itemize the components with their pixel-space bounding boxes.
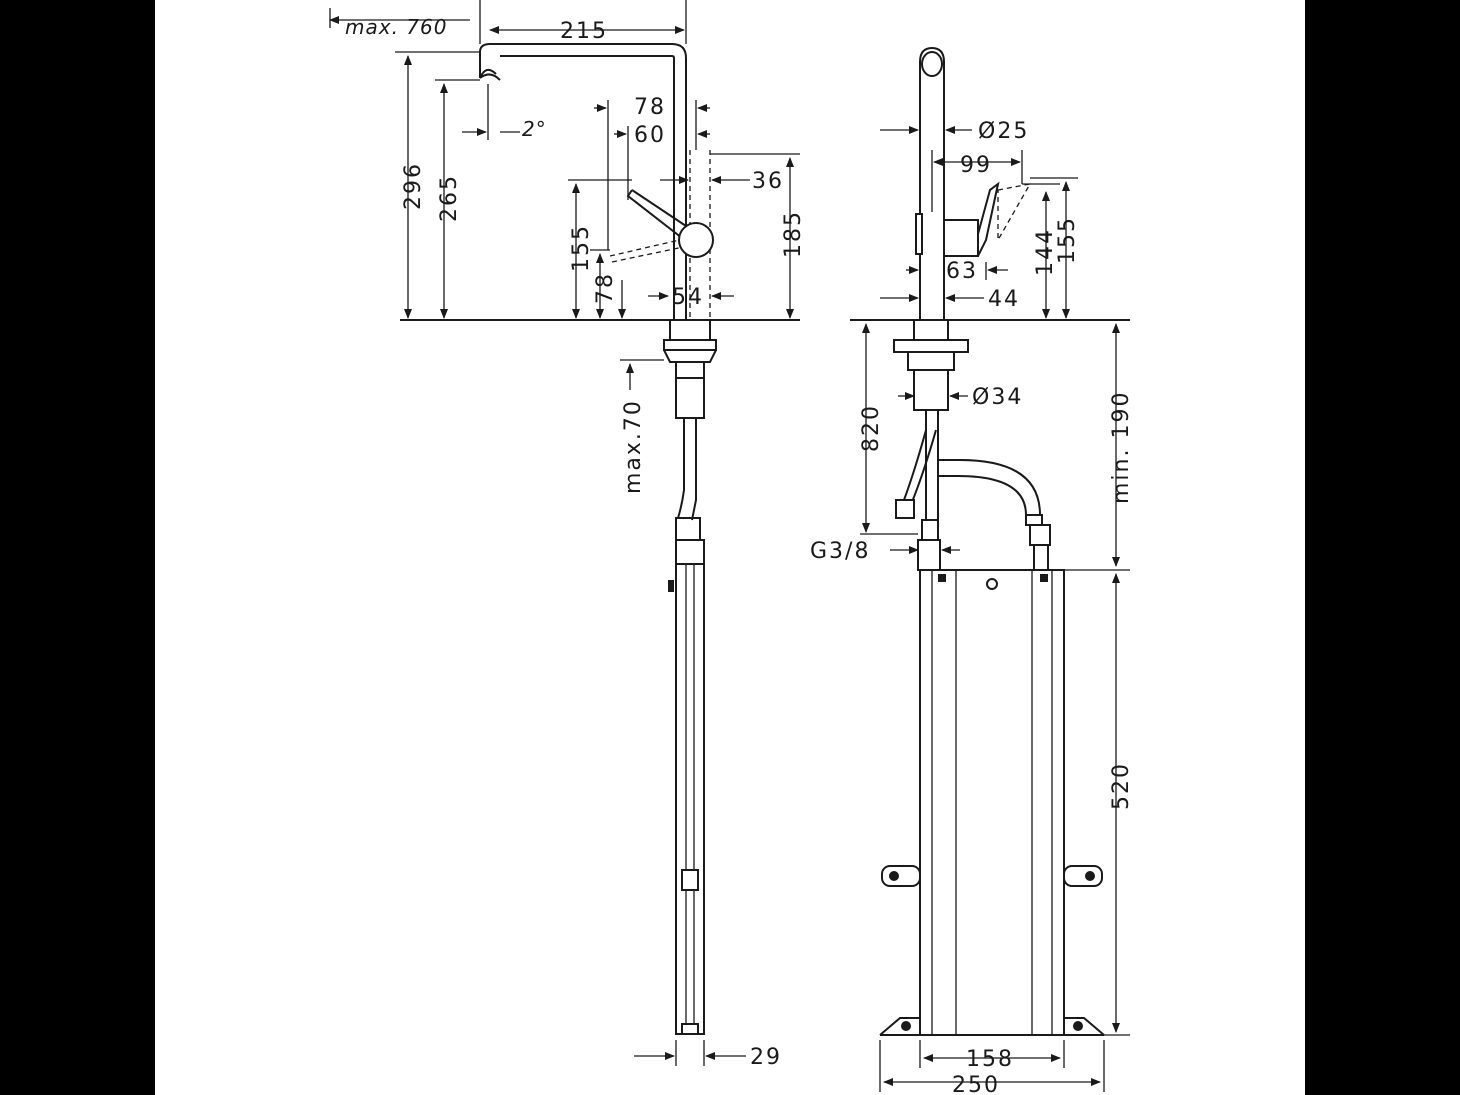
box-height-label: 520 — [1109, 762, 1134, 810]
box-outer-width-label: 250 — [952, 1073, 1000, 1095]
front-base-width-label: 44 — [988, 287, 1020, 312]
max-counter-label: max.70 — [621, 399, 646, 494]
front-lever-base-label: 63 — [946, 259, 978, 284]
lever-height-b-label: 155 — [1055, 216, 1080, 264]
hose-length-label: 820 — [859, 404, 884, 452]
spout-projection-label: 215 — [560, 19, 608, 44]
lever-height-a-label: 144 — [1033, 228, 1058, 276]
body-height-label: 185 — [781, 210, 806, 258]
lever-offset-a-label: 78 — [634, 95, 666, 120]
side-view: max. 760 215 2° 78 60 36 296 265 155 78 … — [329, 0, 806, 1070]
outlet-height-label: 265 — [437, 174, 462, 222]
thread-label: G3/8 — [810, 539, 870, 564]
min-clearance-label: min. 190 — [1109, 391, 1134, 504]
spray-angle-label: 2° — [522, 117, 547, 141]
front-view: Ø25 99 144 155 63 44 Ø34 820 min. 190 G3… — [810, 46, 1134, 1095]
body-offset-label: 36 — [752, 169, 784, 194]
lever-length-label: 99 — [960, 153, 992, 178]
box-inner-width-label: 158 — [966, 1047, 1014, 1072]
lever-height-label: 155 — [569, 224, 594, 272]
shank-diameter-label: Ø34 — [972, 385, 1023, 410]
base-width-label: 54 — [672, 285, 704, 310]
lever-offset-b-label: 60 — [634, 123, 666, 148]
spout-diameter-label: Ø25 — [978, 119, 1029, 144]
max-reach-label: max. 760 — [345, 15, 447, 39]
hose-width-label: 29 — [750, 1045, 782, 1070]
lever-base-label: 78 — [593, 272, 618, 304]
total-height-label: 296 — [401, 162, 426, 210]
